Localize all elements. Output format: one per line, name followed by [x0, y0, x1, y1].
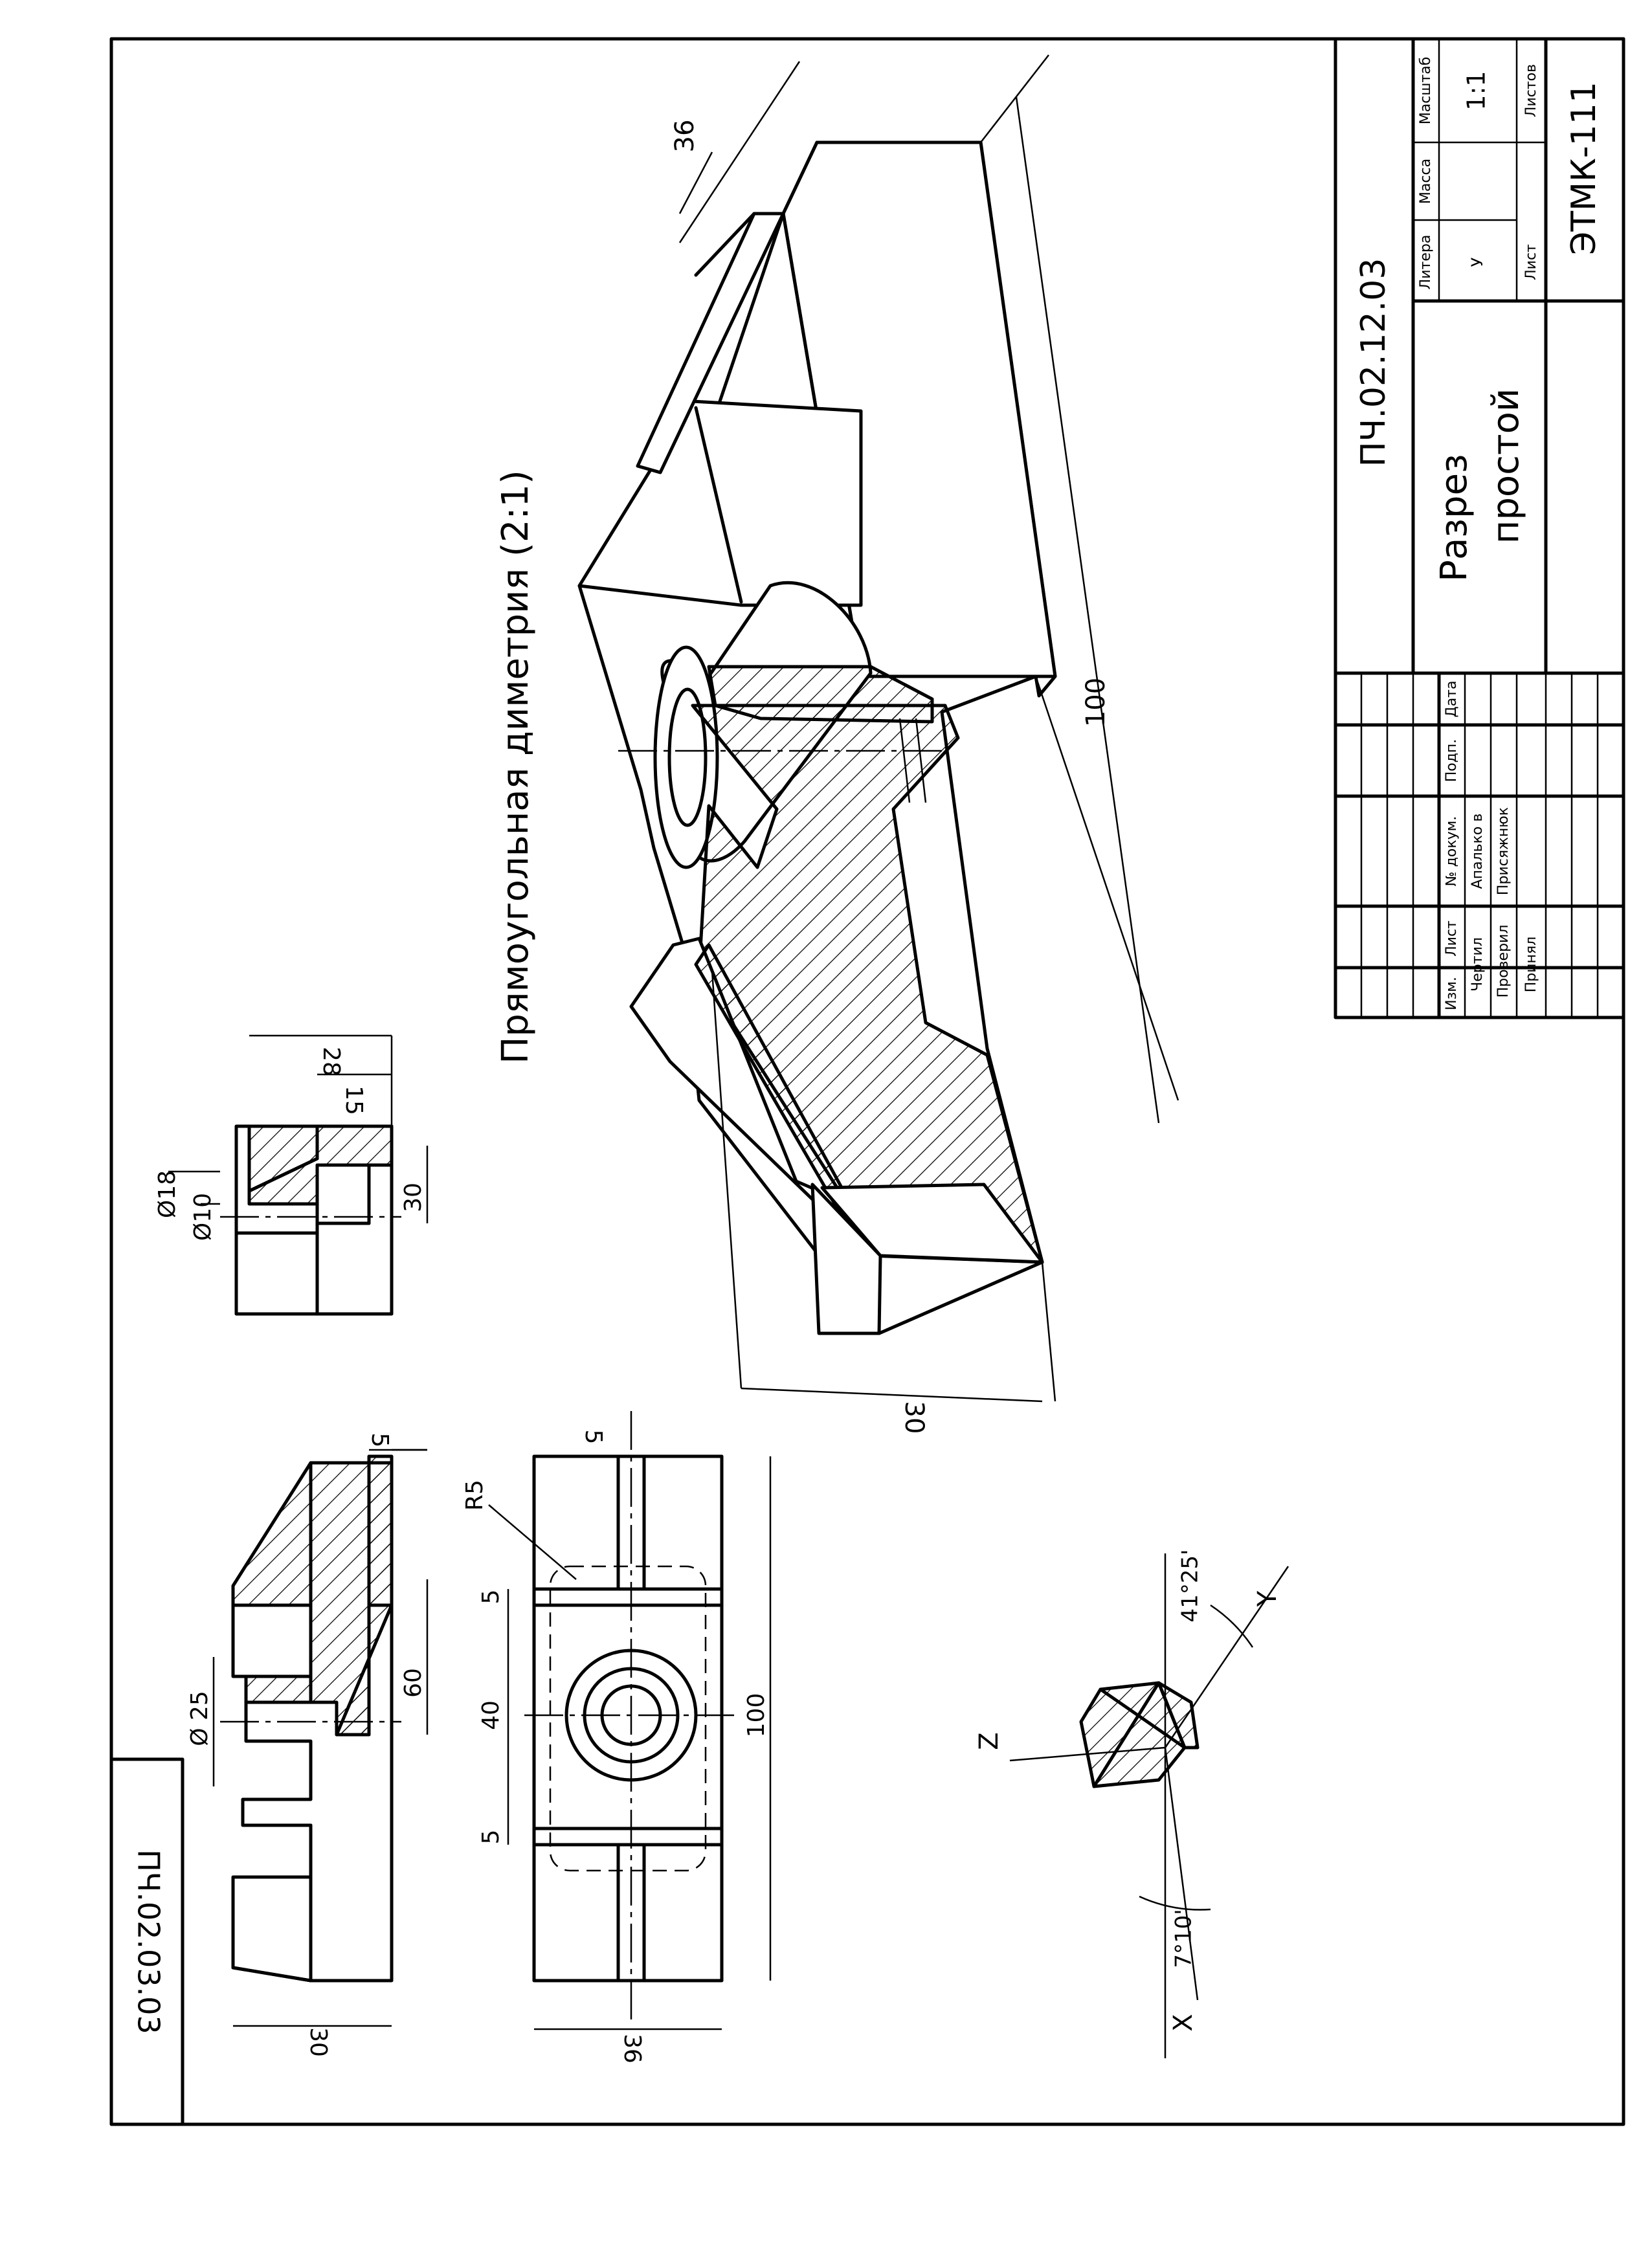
- litera-label: Литера: [1418, 235, 1434, 290]
- side-dim-15: 15: [340, 1085, 367, 1115]
- side-dim-28: 28: [318, 1047, 344, 1076]
- doc-code: ПЧ.02.12.03: [1354, 258, 1393, 467]
- col-doc: № докум.: [1444, 816, 1460, 886]
- row-checked-name: Присяжнюк: [1495, 807, 1512, 895]
- top-dim-40: 40: [478, 1700, 504, 1730]
- col-list: Лист: [1444, 920, 1460, 957]
- side-section-view: Ø18 Ø10 28 15 30: [154, 1034, 429, 1316]
- litera-value: У: [1468, 257, 1486, 267]
- top-dim-5b: 5: [478, 1830, 504, 1845]
- front-section-view: 5 Ø 25 60 30: [186, 1433, 429, 2057]
- dimetric-view: 36 100 30: [577, 54, 1179, 1434]
- sheet-frame: [109, 37, 1625, 2126]
- top-dim-36: 36: [619, 2034, 645, 2063]
- axes-symbol: Z Y X 41°25' 7°10': [974, 1550, 1289, 2058]
- front-dim-d25: Ø 25: [186, 1691, 213, 1746]
- iso-dim-100: 100: [1081, 678, 1111, 727]
- col-izm: Изм.: [1444, 977, 1460, 1010]
- front-dim-60: 60: [400, 1668, 427, 1698]
- side-dim-d10: Ø10: [190, 1193, 216, 1241]
- axis-x-label: X: [1168, 2014, 1198, 2031]
- angle-x-label: 7°10': [1171, 1909, 1197, 1968]
- sheets-label: Листов: [1523, 64, 1539, 117]
- organization: ЭТМК-111: [1565, 82, 1603, 255]
- row-drew-name: Апалько в: [1469, 814, 1486, 889]
- side-dim-d18: Ø18: [154, 1170, 181, 1218]
- part-name-line2: простой: [1485, 388, 1527, 544]
- top-view: 5 R5 5 40 5 100 36: [462, 1411, 772, 2063]
- front-dim-30: 30: [305, 2027, 331, 2057]
- col-sign: Подп.: [1444, 739, 1460, 783]
- corner-code: ПЧ.02.03.03: [131, 1849, 166, 2034]
- axis-z-label: Z: [974, 1732, 1004, 1750]
- side-dim-30: 30: [400, 1183, 427, 1212]
- iso-dim-36: 36: [670, 120, 700, 153]
- top-dim-5-right: 5: [580, 1430, 607, 1445]
- top-dim-100: 100: [743, 1693, 770, 1738]
- axis-y-label: Y: [1253, 1590, 1282, 1607]
- corner-stamp: ПЧ.02.03.03: [109, 1757, 184, 2126]
- scale-label: Масштаб: [1418, 57, 1434, 125]
- row-drew: Чертил: [1469, 937, 1486, 992]
- drawing-title: Прямоугольная диметрия (2:1): [495, 470, 537, 1064]
- part-name-line1: Разрез: [1433, 454, 1475, 582]
- title-block: ПЧ.02.12.03 Разрез простой ЭТМК-111 Лите…: [1334, 37, 1625, 1019]
- scale-value: 1:1: [1462, 71, 1491, 110]
- angle-y-label: 41°25': [1178, 1550, 1203, 1623]
- mass-label: Масса: [1418, 159, 1434, 204]
- top-dim-5a: 5: [478, 1590, 504, 1605]
- front-dim-5: 5: [366, 1433, 393, 1448]
- top-dim-r5: R5: [462, 1480, 488, 1511]
- sheet-label: Лист: [1523, 244, 1539, 280]
- row-accepted: Принял: [1523, 937, 1539, 993]
- iso-dim-30: 30: [899, 1401, 929, 1434]
- row-checked: Проверил: [1495, 925, 1512, 998]
- col-date: Дата: [1444, 681, 1460, 718]
